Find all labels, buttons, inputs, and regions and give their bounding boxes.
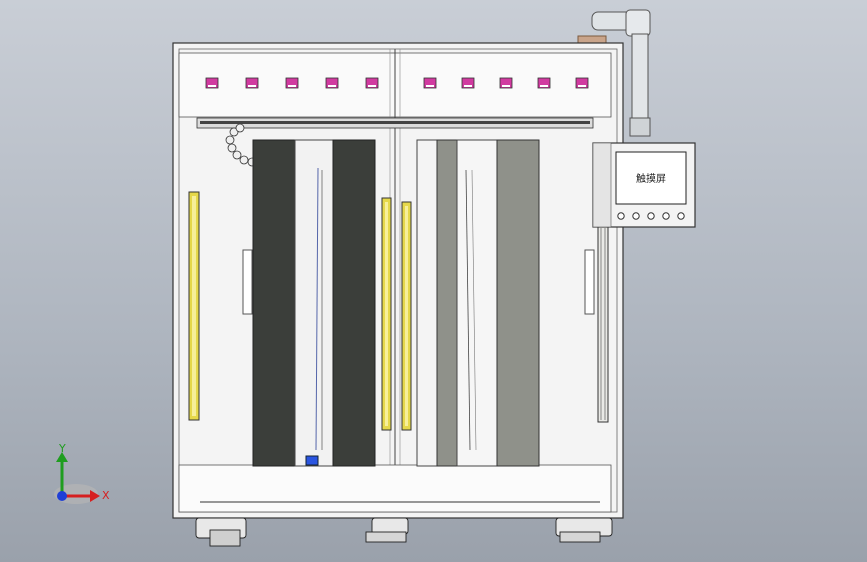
status-light bbox=[205, 77, 219, 89]
status-light bbox=[499, 77, 513, 89]
status-light bbox=[423, 77, 437, 89]
hmi-button[interactable] bbox=[617, 212, 625, 220]
caster-feet bbox=[195, 517, 613, 547]
x-axis-label: X bbox=[102, 489, 110, 502]
y-axis-label: Y bbox=[58, 442, 66, 455]
light-curtain-right bbox=[597, 225, 609, 423]
status-light bbox=[461, 77, 475, 89]
status-light bbox=[325, 77, 339, 89]
air-pipe bbox=[577, 9, 651, 137]
rack-left bbox=[242, 139, 376, 467]
coordinate-triad: Y X bbox=[54, 442, 110, 504]
hmi-button[interactable] bbox=[632, 212, 640, 220]
machine-frame bbox=[172, 42, 624, 519]
light-curtain-left bbox=[188, 191, 200, 421]
hmi-screen-text: 触摸屏 bbox=[636, 172, 666, 185]
hmi-button[interactable] bbox=[647, 212, 655, 220]
status-light bbox=[285, 77, 299, 89]
status-light-row bbox=[205, 77, 589, 89]
hmi-button[interactable] bbox=[677, 212, 685, 220]
hmi-button-row bbox=[617, 212, 685, 220]
status-light bbox=[575, 77, 589, 89]
hmi-screen[interactable] bbox=[615, 151, 687, 205]
rack-right bbox=[416, 139, 595, 467]
status-light bbox=[537, 77, 551, 89]
hmi-button[interactable] bbox=[662, 212, 670, 220]
hmi-panel[interactable]: 触摸屏 bbox=[592, 142, 696, 228]
cable-drag-chain bbox=[225, 123, 257, 167]
light-curtain-center bbox=[381, 197, 412, 431]
status-light bbox=[365, 77, 379, 89]
status-light bbox=[245, 77, 259, 89]
